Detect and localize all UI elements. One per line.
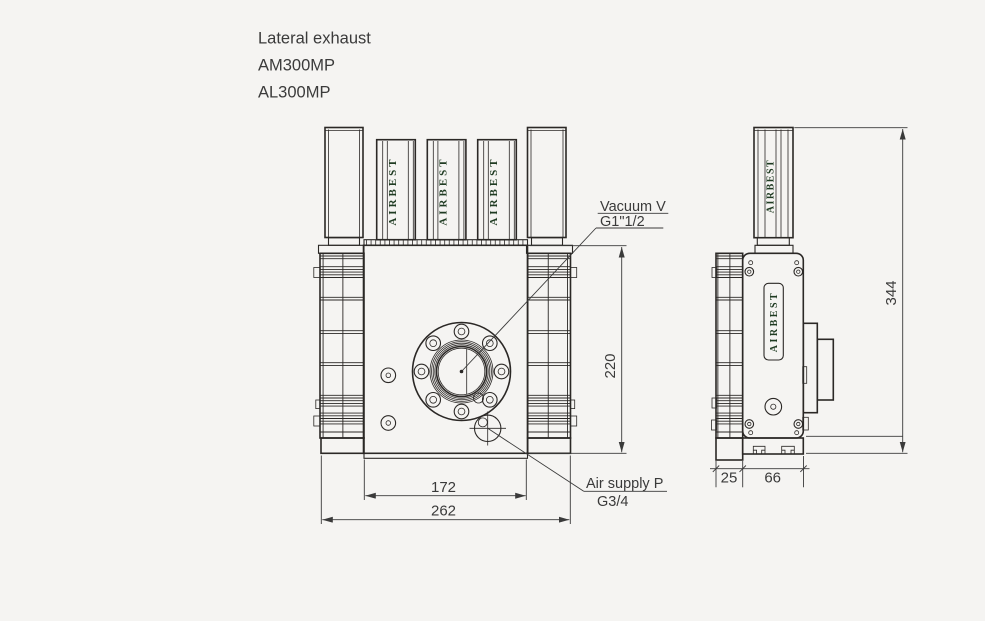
title-block: Lateral exhaust AM300MP AL300MP [258,30,371,102]
vacuum-flange [411,321,512,422]
front-screw-hole-bottom [380,415,397,431]
dim-value-25: 25 [721,470,738,487]
front-exhaust-column-2: AIRBEST [426,138,467,241]
flange-bolts [413,323,510,420]
front-muffler-left [317,126,365,254]
front-screw-hole-top [380,367,397,384]
front-body [362,244,529,455]
front-exhaust-column-1: AIRBEST [375,138,417,241]
dim-value-172: 172 [431,479,456,496]
brand-logo-side-column: AIRBEST [766,159,777,213]
dim-value-344: 344 [883,280,900,305]
dimension-262: 262 [320,455,571,524]
front-leg-left [320,437,365,455]
vacuum-port-callout: Vacuum V G1"1/2 [459,199,669,374]
air-supply-name: Air supply P [586,476,663,492]
dim-value-220: 220 [602,353,619,378]
side-brand-plate: AIRBEST [763,282,784,361]
side-top-screws [744,260,804,277]
brand-logo-side-plate: AIRBEST [769,291,780,352]
dimension-25-66: 25 66 [710,456,810,488]
side-view: AIRBEST AIRBEST [712,126,835,461]
drawing-title: Lateral exhaust [258,30,371,48]
dim-value-66: 66 [764,470,781,487]
front-exhaust-column-3: AIRBEST [476,138,518,241]
model-al300mp: AL300MP [258,84,330,102]
dimension-172: 172 [363,459,527,500]
vacuum-port-thread: G1"1/2 [600,214,645,230]
side-bottom-screws [744,419,804,436]
dim-value-262: 262 [431,503,456,520]
side-vacuum-flange [802,322,835,431]
air-supply-thread: G3/4 [597,494,628,510]
front-bottom-strip [363,452,529,459]
front-leg-right [526,437,572,455]
brand-logo-column-3: AIRBEST [488,156,500,225]
brand-logo-column-1: AIRBEST [387,156,399,225]
dimension-220: 220 [529,245,627,454]
side-muffler-column: AIRBEST [753,126,794,254]
side-center-screw [764,397,783,416]
air-supply-callout: Air supply P G3/4 [487,427,667,510]
side-base [741,437,805,455]
brand-logo-column-2: AIRBEST [438,156,450,225]
dimension-344: 344 [794,127,908,454]
front-muffler-right [525,126,574,254]
model-am300mp: AM300MP [258,57,335,75]
front-rail-right [528,253,577,438]
front-rail-left [314,253,364,438]
front-comb-strip [363,239,529,246]
front-view: AIRBEST AIRBEST AIRBEST [314,126,577,459]
vacuum-port-name: Vacuum V [600,199,666,215]
side-rail [712,253,743,461]
